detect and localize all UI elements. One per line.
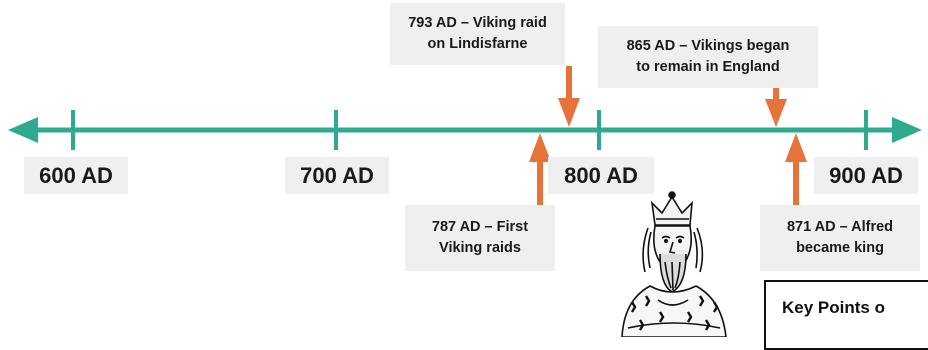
year-label-700: 700 AD	[285, 157, 389, 194]
event-787-line-2: Viking raids	[439, 240, 521, 256]
key-points-heading: Key Points o	[782, 298, 885, 317]
arrow-787	[529, 133, 551, 205]
event-label-871: 871 AD – Alfred became king	[760, 205, 920, 271]
year-label-600: 600 AD	[24, 157, 128, 194]
arrow-793	[558, 66, 580, 127]
arrow-871	[785, 133, 807, 205]
key-points-box: Key Points o	[764, 280, 928, 350]
event-871-line-2: became king	[796, 240, 884, 256]
king-portrait	[621, 191, 727, 337]
event-793-line-1: 793 AD – Viking raid	[408, 14, 547, 31]
event-865-line-1: 865 AD – Vikings began	[626, 37, 790, 54]
arrow-865	[765, 88, 787, 127]
year-label-800: 800 AD	[548, 157, 654, 194]
axis-left-arrowhead	[8, 117, 38, 143]
event-label-865: 865 AD – Vikings began to remain in Engl…	[598, 26, 818, 88]
timeline-ticks	[71, 110, 868, 150]
timeline-axis	[8, 117, 922, 143]
event-arrows	[529, 66, 807, 205]
timeline-diagram	[8, 66, 922, 337]
event-871-line-1: 871 AD – Alfred	[786, 218, 894, 235]
event-793-line-2: on Lindisfarne	[427, 36, 528, 52]
year-label-900: 900 AD	[814, 157, 918, 194]
axis-right-arrowhead	[892, 117, 922, 143]
event-865-line-2: to remain in England	[636, 59, 780, 75]
event-label-793: 793 AD – Viking raid on Lindisfarne	[390, 3, 565, 65]
event-label-787: 787 AD – First Viking raids	[405, 205, 555, 271]
event-787-line-1: 787 AD – First	[431, 218, 529, 235]
